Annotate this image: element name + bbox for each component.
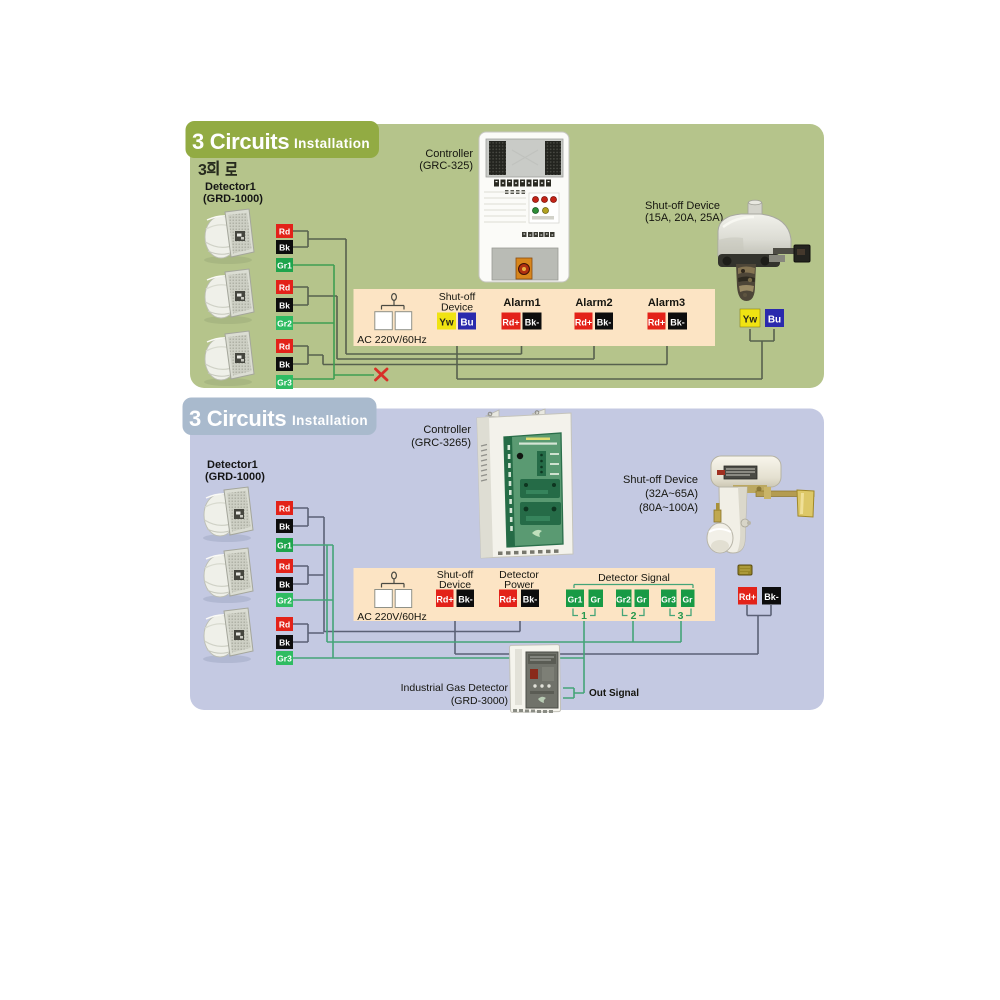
svg-text:2: 2 bbox=[631, 610, 637, 622]
svg-text:Bk-: Bk- bbox=[523, 595, 538, 605]
svg-text:Gr3: Gr3 bbox=[277, 654, 292, 664]
svg-text:Shut-off: Shut-off bbox=[437, 569, 474, 581]
svg-text:Gr3: Gr3 bbox=[661, 595, 676, 605]
svg-text:AC 220V/60Hz: AC 220V/60Hz bbox=[357, 611, 426, 623]
svg-text:Alarm3: Alarm3 bbox=[648, 297, 685, 309]
svg-text:Out Signal: Out Signal bbox=[589, 688, 639, 699]
svg-text:Rd: Rd bbox=[279, 620, 290, 630]
svg-text:3: 3 bbox=[198, 162, 207, 179]
svg-text:Power: Power bbox=[504, 579, 534, 591]
svg-text:Bk: Bk bbox=[279, 243, 290, 253]
svg-text:(15A, 20A, 25A): (15A, 20A, 25A) bbox=[645, 212, 723, 224]
svg-text:Gr2: Gr2 bbox=[277, 596, 292, 606]
svg-text:Device: Device bbox=[441, 302, 473, 314]
svg-text:Gr: Gr bbox=[683, 595, 694, 605]
svg-text:Installation: Installation bbox=[294, 136, 370, 151]
svg-text:Rd: Rd bbox=[279, 227, 290, 237]
svg-text:Bk-: Bk- bbox=[764, 592, 779, 602]
svg-text:(80A~100A): (80A~100A) bbox=[639, 502, 698, 514]
svg-text:Bk: Bk bbox=[279, 360, 290, 370]
svg-text:Gr2: Gr2 bbox=[277, 319, 292, 329]
svg-text:3: 3 bbox=[678, 610, 684, 622]
svg-text:Shut-off: Shut-off bbox=[439, 291, 476, 303]
svg-text:Alarm1: Alarm1 bbox=[503, 297, 540, 309]
svg-text:Yw: Yw bbox=[439, 318, 454, 329]
svg-text:Detector Signal: Detector Signal bbox=[598, 572, 670, 584]
svg-text:3 Circuits: 3 Circuits bbox=[192, 129, 289, 154]
svg-text:Detector1: Detector1 bbox=[207, 459, 258, 471]
svg-text:Bk-: Bk- bbox=[670, 318, 685, 328]
svg-text:Alarm2: Alarm2 bbox=[575, 297, 612, 309]
svg-text:Bk: Bk bbox=[279, 580, 290, 590]
svg-text:Gr2: Gr2 bbox=[616, 595, 631, 605]
svg-text:Rd+: Rd+ bbox=[502, 318, 519, 328]
svg-text:Gr: Gr bbox=[637, 595, 648, 605]
svg-text:Installation: Installation bbox=[292, 413, 368, 428]
svg-text:(GRD-1000): (GRD-1000) bbox=[203, 193, 263, 205]
svg-text:Industrial Gas Detector: Industrial Gas Detector bbox=[401, 682, 509, 694]
svg-text:Rd: Rd bbox=[279, 504, 290, 514]
svg-text:Shut-off Device: Shut-off Device bbox=[645, 200, 720, 212]
svg-text:(32A~65A): (32A~65A) bbox=[645, 488, 698, 500]
svg-text:(GRC-3265): (GRC-3265) bbox=[411, 437, 471, 449]
svg-text:Gr3: Gr3 bbox=[277, 378, 292, 388]
svg-text:Gr1: Gr1 bbox=[568, 595, 583, 605]
svg-text:Rd+: Rd+ bbox=[499, 595, 516, 605]
svg-text:Shut-off Device: Shut-off Device bbox=[623, 474, 698, 486]
svg-text:Gr1: Gr1 bbox=[277, 261, 292, 271]
svg-text:AC 220V/60Hz: AC 220V/60Hz bbox=[357, 334, 426, 346]
svg-text:Bk: Bk bbox=[279, 522, 290, 532]
svg-text:Gr1: Gr1 bbox=[277, 541, 292, 551]
svg-text:Controller: Controller bbox=[425, 148, 473, 160]
svg-text:1: 1 bbox=[581, 610, 587, 622]
svg-text:(GRD-1000): (GRD-1000) bbox=[205, 471, 265, 483]
svg-text:(GRC-325): (GRC-325) bbox=[419, 160, 473, 172]
svg-text:Device: Device bbox=[439, 579, 471, 591]
svg-text:Bk-: Bk- bbox=[525, 318, 540, 328]
svg-text:Rd+: Rd+ bbox=[739, 592, 756, 602]
svg-text:Bk: Bk bbox=[279, 638, 290, 648]
svg-text:Yw: Yw bbox=[743, 315, 758, 326]
svg-text:(GRD-3000): (GRD-3000) bbox=[451, 695, 508, 707]
svg-text:Gr: Gr bbox=[591, 595, 602, 605]
svg-text:Bu: Bu bbox=[460, 318, 473, 329]
svg-text:Rd: Rd bbox=[279, 342, 290, 352]
svg-text:3 Circuits: 3 Circuits bbox=[189, 406, 286, 431]
svg-text:Controller: Controller bbox=[423, 424, 471, 436]
svg-text:Bk: Bk bbox=[279, 301, 290, 311]
svg-text:Bu: Bu bbox=[768, 315, 781, 326]
svg-text:Detector: Detector bbox=[499, 569, 539, 581]
svg-text:Rd+: Rd+ bbox=[648, 318, 665, 328]
svg-text:Bk-: Bk- bbox=[458, 595, 473, 605]
svg-text:Detector1: Detector1 bbox=[205, 181, 256, 193]
svg-text:Bk-: Bk- bbox=[597, 318, 612, 328]
svg-text:Rd+: Rd+ bbox=[575, 318, 592, 328]
svg-text:Rd+: Rd+ bbox=[436, 595, 453, 605]
svg-text:Rd: Rd bbox=[279, 283, 290, 293]
svg-text:Rd: Rd bbox=[279, 562, 290, 572]
